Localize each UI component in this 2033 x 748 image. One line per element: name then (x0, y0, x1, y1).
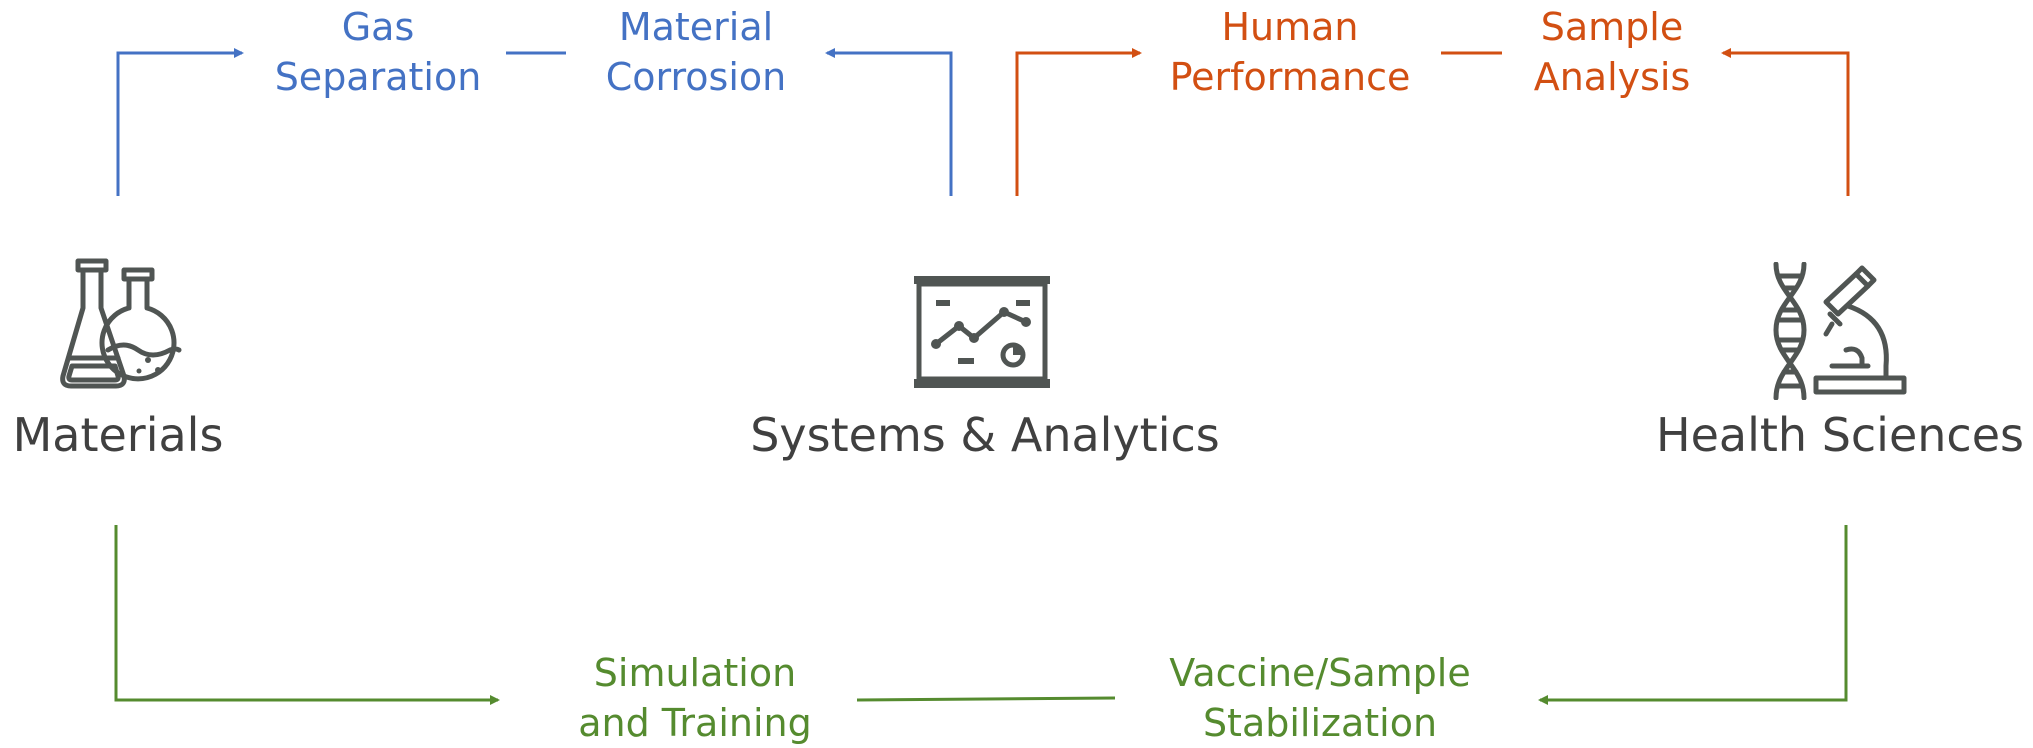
material-corrosion-line2: Corrosion (605, 55, 787, 99)
health-to-vaccine-arrow (1538, 525, 1848, 705)
health-to-sample-analysis-arrow (1721, 48, 1850, 196)
gas-separation-line1: Gas (341, 5, 415, 49)
simulation-training-line2: and Training (578, 701, 812, 745)
gas-separation-line2: Separation (274, 55, 482, 99)
human-performance-label: Human Performance (1150, 2, 1430, 102)
vaccine-stabilization-line1: Vaccine/Sample (1169, 651, 1471, 695)
systems-analytics-label: Systems & Analytics (750, 408, 1220, 462)
materials-to-gas-separation-arrow (116, 48, 244, 196)
analytics-chart-board-icon (914, 276, 1050, 388)
flasks-icon (60, 258, 182, 389)
gas-separation-label: Gas Separation (258, 2, 498, 102)
human-performance-line1: Human (1221, 5, 1359, 49)
human-performance-line2: Performance (1169, 55, 1411, 99)
vaccine-stabilization-line2: Stabilization (1202, 701, 1438, 745)
systems-to-human-performance-arrow (1015, 48, 1142, 196)
vaccine-stabilization-label: Vaccine/Sample Stabilization (1120, 648, 1520, 748)
systems-to-material-corrosion-arrow (825, 48, 953, 196)
material-corrosion-line1: Material (618, 5, 774, 49)
dna-microscope-icon (1773, 262, 1907, 400)
sample-analysis-line2: Analysis (1533, 55, 1691, 99)
green-link-line (856, 696, 1116, 702)
health-sciences-label: Health Sciences (1656, 408, 2024, 462)
simulation-training-label: Simulation and Training (540, 648, 850, 748)
sample-analysis-label: Sample Analysis (1506, 2, 1718, 102)
simulation-training-line1: Simulation (593, 651, 797, 695)
material-corrosion-label: Material Corrosion (576, 2, 816, 102)
sample-analysis-line1: Sample (1540, 5, 1684, 49)
materials-to-simulation-arrow (114, 525, 500, 705)
materials-label: Materials (12, 408, 224, 462)
